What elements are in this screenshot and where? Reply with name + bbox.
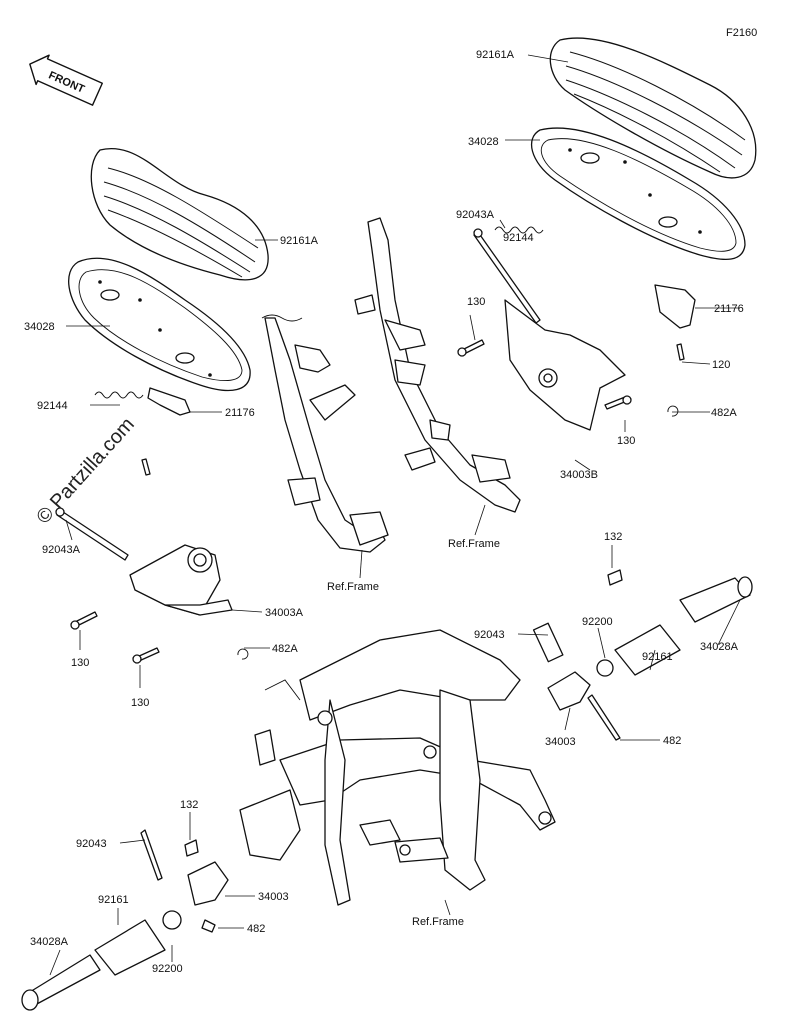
label-34028-left: 34028 <box>24 321 55 333</box>
left-mount-34003A <box>129 544 233 616</box>
left-footpeg-set <box>21 829 229 1011</box>
left-floorboard-base <box>68 257 251 392</box>
label-92043A-right: 92043A <box>456 209 495 221</box>
label-130-left-a: 130 <box>71 657 89 669</box>
right-mount-34003B <box>504 299 626 431</box>
upper-right-frame-fragment <box>354 217 521 513</box>
ref-frame-upper-right: Ref.Frame <box>448 538 500 550</box>
right-floorboard-base <box>531 127 746 261</box>
left-bracket-21176 <box>147 387 191 416</box>
label-92161-right: 92161 <box>642 651 673 663</box>
right-clip-482A <box>667 405 679 417</box>
right-floorboard-mat <box>549 37 757 179</box>
right-spring-92144 <box>494 226 544 234</box>
label-34003-right: 34003 <box>545 736 576 748</box>
watermark: © Partzilla.com <box>32 413 139 528</box>
leader-lines <box>49 54 741 976</box>
lower-main-frame <box>239 629 556 906</box>
middle-frame-fragment <box>261 314 389 553</box>
ref-frame-bottom: Ref.Frame <box>412 916 464 928</box>
label-21176-right: 21176 <box>714 303 744 315</box>
label-92144-right: 92144 <box>503 232 534 244</box>
label-92161-left: 92161 <box>98 894 129 906</box>
left-pin-92043A <box>55 507 129 561</box>
left-spring-92144 <box>94 391 144 399</box>
label-132-left: 132 <box>180 799 198 811</box>
diagram-code: F2160 <box>726 27 757 39</box>
right-bolts <box>457 339 685 410</box>
right-bracket-21176 <box>654 284 696 329</box>
label-130-right-lower: 130 <box>617 435 635 447</box>
label-92144-left: 92144 <box>37 400 68 412</box>
label-482A-left: 482A <box>272 643 298 655</box>
front-arrow-icon: FRONT <box>29 54 103 106</box>
label-34003A: 34003A <box>265 607 304 619</box>
label-92200-left: 92200 <box>152 963 183 975</box>
label-92043-right: 92043 <box>474 629 505 641</box>
label-92161A-top: 92161A <box>476 49 515 61</box>
label-130-left-b: 130 <box>131 697 149 709</box>
label-34028A-right: 34028A <box>700 641 739 653</box>
right-footpeg-set <box>532 569 753 741</box>
label-482A-right: 482A <box>711 407 737 419</box>
label-21176-left: 21176 <box>225 407 255 419</box>
label-34003-left: 34003 <box>258 891 289 903</box>
label-92200-right: 92200 <box>582 616 613 628</box>
label-92043-left: 92043 <box>76 838 107 850</box>
left-clip-482A <box>237 648 249 660</box>
label-482-right: 482 <box>663 735 681 747</box>
label-34028A-left: 34028A <box>30 936 69 948</box>
left-bolts-130 <box>70 458 160 664</box>
label-132-right: 132 <box>604 531 622 543</box>
ref-frame-middle: Ref.Frame <box>327 581 379 593</box>
label-130-right-upper: 130 <box>467 296 485 308</box>
label-92043A-left: 92043A <box>42 544 81 556</box>
label-34003B: 34003B <box>560 469 598 481</box>
left-floorboard-mat <box>90 147 269 281</box>
label-92161A-left: 92161A <box>280 235 319 247</box>
label-120: 120 <box>712 359 730 371</box>
label-34028-right: 34028 <box>468 136 499 148</box>
label-482-left: 482 <box>247 923 265 935</box>
